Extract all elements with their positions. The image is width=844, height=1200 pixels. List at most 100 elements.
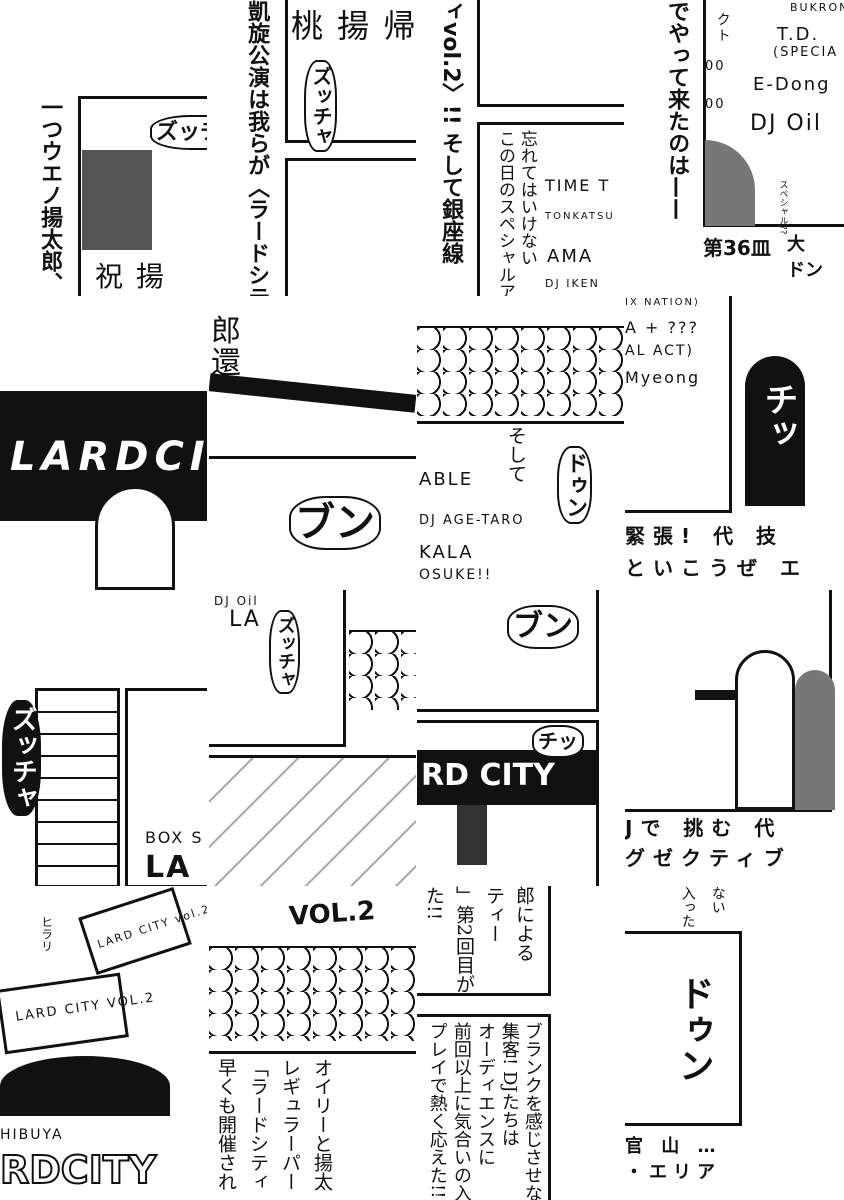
sign: BOX S: [145, 828, 204, 847]
text: 早くも開催され: [214, 1058, 237, 1191]
text: 入った: [679, 886, 696, 928]
caption-box: [417, 1014, 551, 1200]
board: A + ???: [625, 318, 699, 337]
hat: [695, 690, 755, 700]
text: ブランクを感じさせな: [521, 1022, 543, 1200]
board: 00: [705, 97, 726, 112]
sfx: ブン: [289, 496, 381, 550]
text: プレイで熱く応えた!!!: [426, 1022, 448, 1200]
panel: [625, 931, 742, 1126]
sign: HIBUYA: [0, 1127, 64, 1143]
panel: [285, 158, 416, 296]
text: 」第2回目が: [452, 886, 475, 994]
tile-r0c3[interactable]: でやって来たのは—— クト BUKRON T.D. (SPECIA 00 E-D…: [625, 0, 844, 296]
banner: [209, 373, 416, 413]
board: Myeong: [625, 368, 701, 387]
board: DJ Oil: [750, 111, 822, 136]
sfx: ヒラリ: [39, 916, 54, 952]
tile-r3c1[interactable]: VOL.2 オイリーと揚太 レギュラーパー 「ラードシティ 早くも開催され: [209, 886, 416, 1200]
text: 忘れてはいけない: [516, 130, 537, 266]
text: オイリーと揚太: [310, 1058, 333, 1191]
tile-r1c1[interactable]: 郎 還 ブン: [209, 296, 416, 590]
crowd: [349, 630, 416, 710]
tile-r2c2[interactable]: ブン RD CITY チッ: [417, 590, 624, 886]
board: AMA: [547, 246, 594, 267]
text: 「ラードシティ: [246, 1058, 269, 1191]
board: AL ACT): [625, 343, 694, 359]
panel: [477, 122, 624, 296]
sfx: ズッチャ: [269, 610, 300, 694]
title: 大: [787, 234, 805, 255]
tile-r1c2[interactable]: そして ドゥン ABLE DJ AGE-TARO KALA OSUKE!!: [417, 296, 624, 590]
board: (SPECIA: [773, 45, 839, 60]
caption-box: [209, 1051, 416, 1200]
tile-r0c1[interactable]: 凱旋公演は我らが〈ラードシテ 桃 揚 帰 ズッチャ: [209, 0, 416, 296]
board: 00: [705, 59, 726, 74]
board: BUKRON: [790, 1, 844, 14]
caption: 一つウエノ揚太郎、: [37, 96, 63, 294]
board: クト: [714, 12, 731, 44]
banner: RD CITY: [421, 758, 555, 793]
text: ない: [709, 886, 726, 914]
tile-r2c3[interactable]: Jで 挑む 代 グゼクティブ: [625, 590, 844, 886]
sfx: ズッチャ: [2, 700, 42, 816]
tile-r2c0[interactable]: ズッチャ BOX S LA: [0, 590, 207, 886]
dj-figure: [95, 486, 175, 590]
tile-r0c2[interactable]: ィvol.2〉!! そして銀座線 忘れてはいけない この日のスペシャルア TIM…: [417, 0, 624, 296]
tile-r0c0[interactable]: 一つウエノ揚太郎、 ズッチャ 祝 揚: [0, 0, 207, 296]
banner-bg: [417, 750, 597, 805]
board: IX NATION): [625, 297, 700, 308]
board: KALA: [419, 542, 474, 563]
crowd-member: [735, 650, 795, 810]
text: この日のスペシャルア: [494, 130, 515, 296]
caption: でやって来たのは——: [664, 0, 690, 220]
sfx: チッ: [532, 725, 584, 758]
caption: 凱旋公演は我らが〈ラードシテ: [244, 0, 270, 296]
chapter-number: 第36皿: [703, 236, 771, 260]
text: た!!: [422, 886, 445, 921]
text: 郎による: [512, 886, 535, 962]
text: オーディエンスに: [474, 1022, 496, 1166]
building: [0, 1056, 170, 1116]
sfx: ドゥン: [557, 446, 593, 524]
sfx: ズッチャ: [150, 115, 207, 151]
board: E-Dong: [753, 74, 831, 95]
sfx: ズッチャ: [304, 60, 337, 152]
caption: ィvol.2〉!! そして銀座線: [438, 0, 464, 265]
sign: LA: [145, 850, 192, 885]
tile-r3c3[interactable]: ない 入った ドゥン 官 山 … ・エリア: [625, 886, 844, 1200]
tile-r1c3[interactable]: IX NATION) A + ??? AL ACT) Myeong チッ 緊張!…: [625, 296, 844, 590]
text: 前回以上に気合いの入: [450, 1022, 472, 1200]
dj-figure: [457, 805, 487, 865]
sign: DJ Oil: [214, 594, 259, 608]
caption: そして: [504, 426, 527, 483]
caption-box: [417, 886, 551, 996]
sign: 桃 揚 帰: [291, 7, 416, 45]
caption: グゼクティブ: [625, 846, 792, 870]
board: DJ IKEN: [545, 277, 600, 290]
panel: [35, 688, 120, 886]
sign: LA: [229, 607, 261, 632]
banner: VOL.2: [288, 896, 377, 932]
sign: 祝 揚: [95, 260, 166, 293]
text: ティー: [482, 886, 505, 943]
caption: ・エリア: [625, 1162, 721, 1183]
panel: [209, 755, 416, 886]
board: OSUKE!!: [419, 567, 493, 583]
title: ドン: [787, 260, 823, 281]
tile-r3c0[interactable]: ヒラリ LARD CITY vol.2 LARD CITY VOL.2 HIBU…: [0, 886, 207, 1200]
sfx: ドゥン: [672, 975, 714, 1083]
sign: 郎 還: [211, 314, 243, 381]
board: T.D.: [777, 24, 820, 45]
text: 集客! DJたちは: [498, 1022, 520, 1147]
tile-r3c2[interactable]: 郎による ティー 」第2回目が た!! ブランクを感じさせな 集客! DJたちは…: [417, 886, 624, 1200]
building: [82, 150, 152, 250]
panel: [625, 296, 732, 513]
text: レギュラーパー: [278, 1058, 301, 1191]
tile-r2c1[interactable]: DJ Oil LA ズッチャ: [209, 590, 416, 886]
panel: [477, 0, 624, 107]
board: TONKATSU: [545, 211, 615, 222]
board: DJ AGE-TARO: [419, 513, 525, 528]
note: スペシャル??: [777, 180, 788, 235]
